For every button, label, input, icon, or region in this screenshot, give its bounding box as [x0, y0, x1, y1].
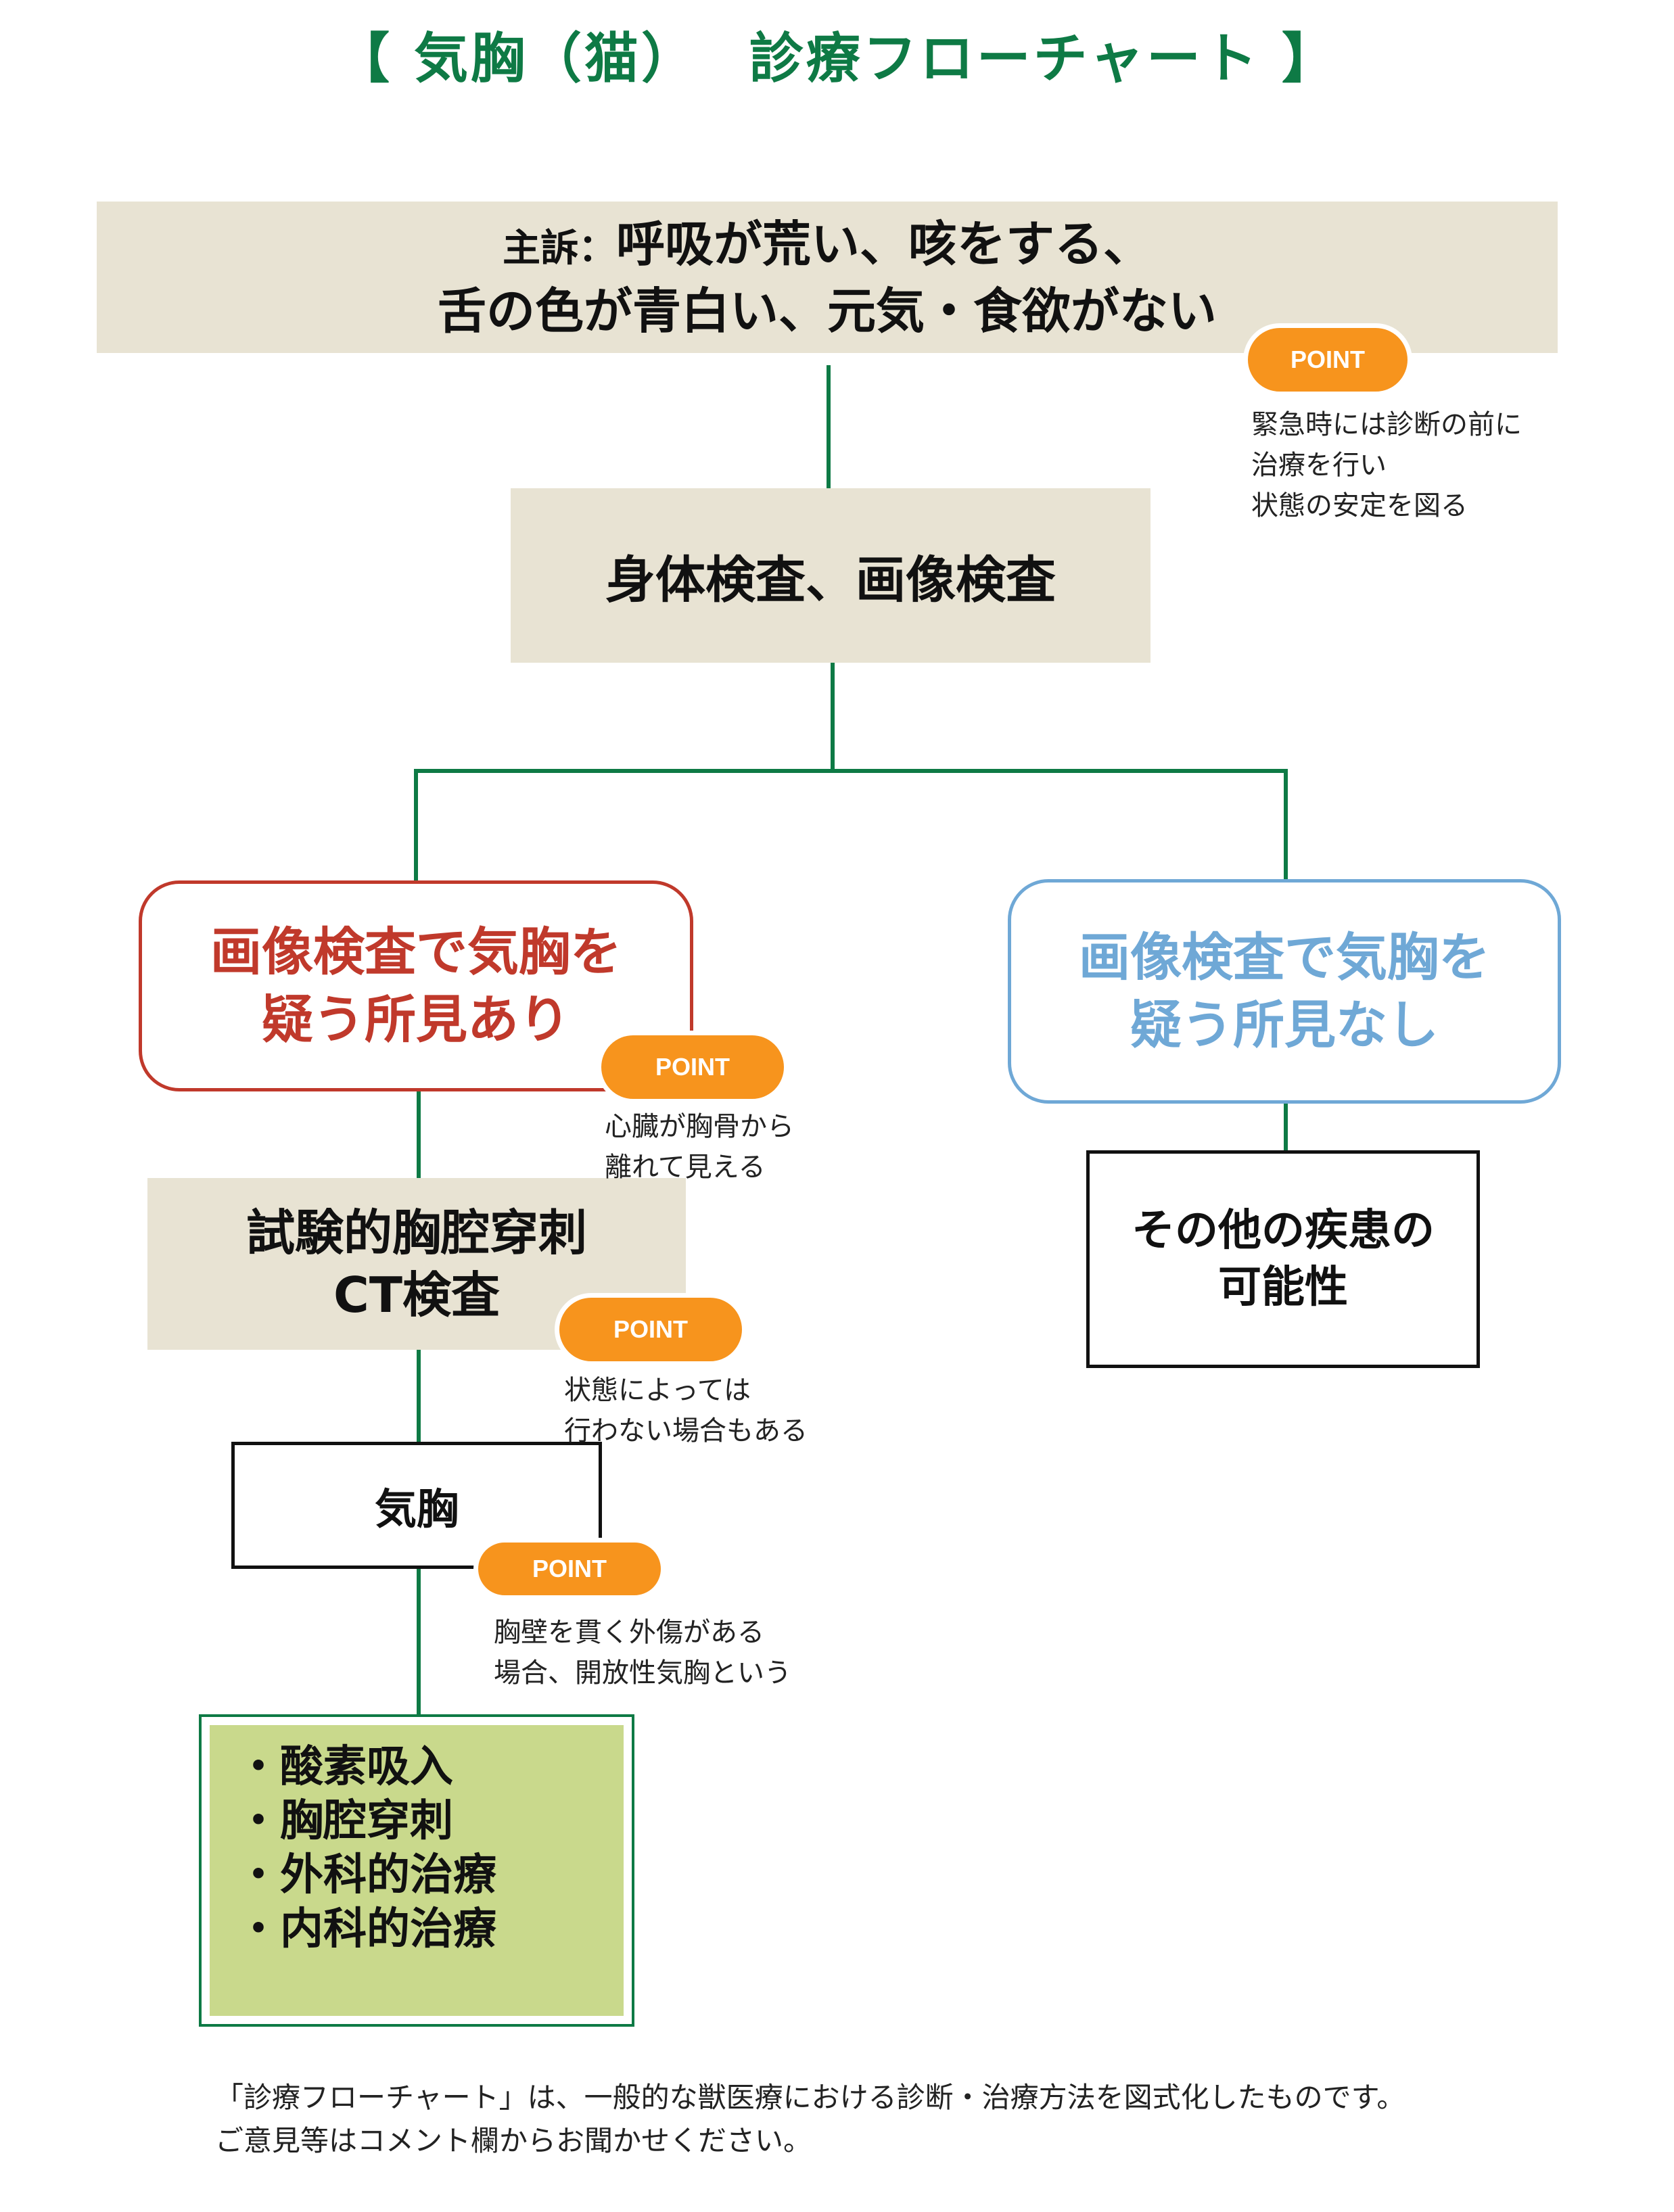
point-note-line: 行わない場合もある — [564, 1415, 808, 1446]
branch-no-line1: 画像検査で気胸を — [1079, 927, 1490, 987]
page-title: 【 気胸（猫） 診療フローチャート 】 — [335, 27, 1339, 90]
point-note-line: 場合、開放性気胸という — [494, 1657, 791, 1689]
other-line1: その他の疾患の — [1132, 1206, 1435, 1256]
branch-no-line2: 疑う所見なし — [1130, 995, 1439, 1055]
tests-line2: CT検査 — [333, 1267, 500, 1323]
point-note-line: 心臓が胸骨から — [605, 1111, 794, 1142]
diagnosis-label: 気胸 — [374, 1484, 459, 1534]
connector-diagnosis-treatment — [417, 1569, 421, 1719]
diagnosis-box: 気胸 — [231, 1442, 602, 1569]
branch-yes-line1: 画像検査で気胸を — [210, 922, 622, 982]
footer-text: 「診療フローチャート」は、一般的な獣医療における診断・治療方法を図式化したもので… — [215, 2076, 1405, 2163]
complaint-line1: 呼吸が荒い、咳をする、 — [615, 215, 1152, 273]
footer-line2: ご意見等はコメント欄からお聞かせください。 — [215, 2124, 812, 2157]
point-note-1: 緊急時には診断の前に 治療を行い 状態の安定を図る — [1251, 404, 1522, 526]
connector-horizontal — [414, 769, 1288, 773]
connector-yes-tests — [417, 1090, 421, 1178]
point-badge-4: POINT — [473, 1538, 666, 1600]
treatment-item: ・胸腔穿刺 — [237, 1796, 453, 1846]
point-note-line: 緊急時には診断の前に — [1251, 409, 1522, 440]
complaint-box: 主訴：呼吸が荒い、咳をする、 舌の色が青白い、元気・食欲がない — [97, 202, 1558, 353]
point-note-line: 状態によっては — [564, 1375, 751, 1406]
footer-line1: 「診療フローチャート」は、一般的な獣医療における診断・治療方法を図式化したもので… — [215, 2081, 1405, 2114]
connector-exam-split — [831, 663, 835, 771]
treatment-item: ・酸素吸入 — [237, 1742, 453, 1792]
complaint-label: 主訴： — [502, 226, 616, 270]
other-box: その他の疾患の 可能性 — [1086, 1150, 1480, 1368]
point-note-line: 離れて見える — [605, 1152, 766, 1183]
treatment-fill: ・酸素吸入 ・胸腔穿刺 ・外科的治療 ・内科的治療 — [210, 1725, 624, 2016]
connector-right-drop — [1284, 769, 1288, 883]
treatment-item: ・内科的治療 — [237, 1904, 496, 1954]
connector-tests-diagnosis — [417, 1349, 421, 1444]
treatment-box: ・酸素吸入 ・胸腔穿刺 ・外科的治療 ・内科的治療 — [199, 1714, 634, 2027]
point-note-line: 胸壁を貫く外傷がある — [494, 1617, 764, 1648]
branch-yes-line2: 疑う所見あり — [262, 989, 570, 1050]
point-note-2: 心臓が胸骨から 離れて見える — [605, 1106, 794, 1187]
treatment-item: ・外科的治療 — [237, 1850, 496, 1900]
tests-line1: 試験的胸腔穿刺 — [246, 1204, 587, 1261]
point-note-line: 状態の安定を図る — [1251, 490, 1468, 521]
connector-complaint-exam — [827, 365, 831, 490]
connector-no-other — [1284, 1104, 1288, 1152]
connector-left-drop — [414, 769, 418, 883]
point-badge-3: POINT — [555, 1293, 747, 1366]
point-note-3: 状態によっては 行わない場合もある — [564, 1370, 808, 1451]
point-badge-2: POINT — [597, 1031, 789, 1104]
complaint-line2: 舌の色が青白い、元気・食欲がない — [437, 282, 1217, 339]
point-badge-1: POINT — [1243, 323, 1412, 396]
branch-no-box: 画像検査で気胸を 疑う所見なし — [1008, 879, 1561, 1104]
other-line2: 可能性 — [1218, 1263, 1348, 1313]
exam-label: 身体検査、画像検査 — [605, 550, 1056, 609]
point-note-line: 治療を行い — [1251, 450, 1387, 481]
point-note-4: 胸壁を貫く外傷がある 場合、開放性気胸という — [494, 1612, 791, 1693]
exam-box: 身体検査、画像検査 — [511, 488, 1150, 663]
